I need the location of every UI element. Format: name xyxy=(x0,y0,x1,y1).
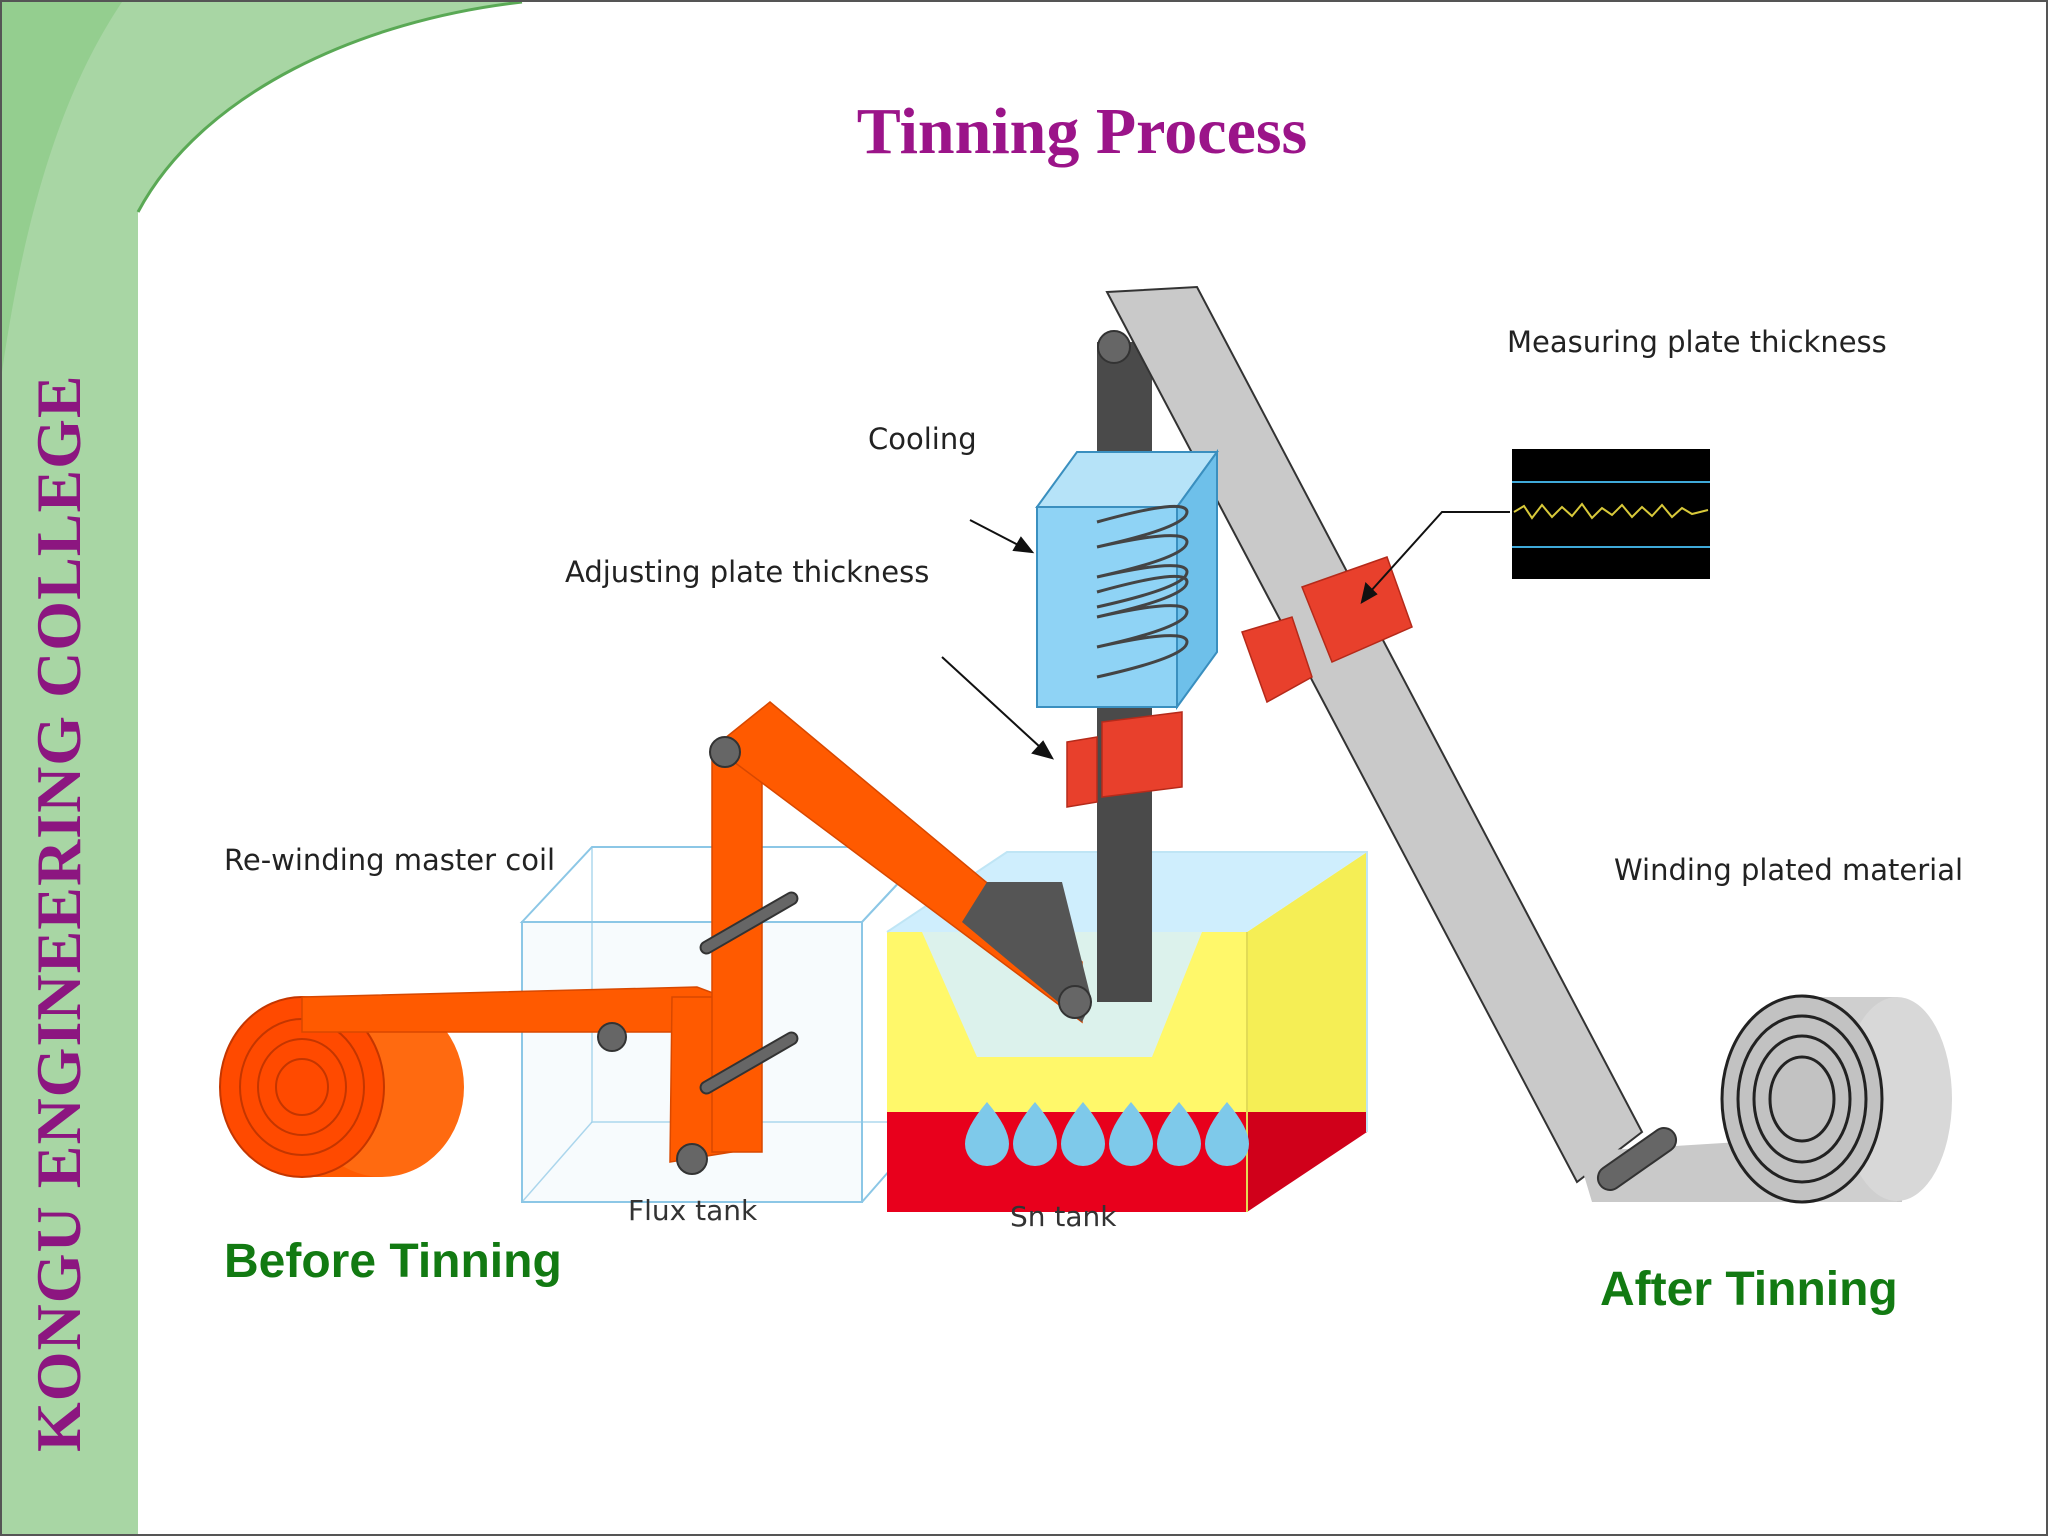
cooling-unit xyxy=(1035,448,1219,711)
label-winding-plated-material: Winding plated material xyxy=(1614,853,1963,887)
strip-entering-bath xyxy=(962,882,1092,1022)
label-cooling: Cooling xyxy=(868,422,977,456)
thickness-display xyxy=(1512,449,1710,579)
rollers xyxy=(597,330,1678,1191)
label-flux-tank: Flux tank xyxy=(628,1194,758,1227)
label-sn-tank: Sn tank xyxy=(1010,1200,1117,1233)
label-adjusting-plate-thickness: Adjusting plate thickness xyxy=(565,555,929,589)
label-rewinding-master-coil: Re-winding master coil xyxy=(224,843,555,877)
thickness-sensor xyxy=(1241,556,1413,704)
plated-coil xyxy=(1720,994,1952,1204)
label-measuring-plate-thickness: Measuring plate thickness xyxy=(1507,325,1887,359)
leader-lines xyxy=(941,511,1510,760)
after-tinning-caption: After Tinning xyxy=(1600,1263,1898,1316)
before-tinning-caption: Before Tinning xyxy=(224,1235,562,1288)
adjusting-jaws xyxy=(1066,711,1183,808)
flame-drops xyxy=(965,1102,1249,1166)
slide-title: Tinning Process xyxy=(856,95,1308,168)
